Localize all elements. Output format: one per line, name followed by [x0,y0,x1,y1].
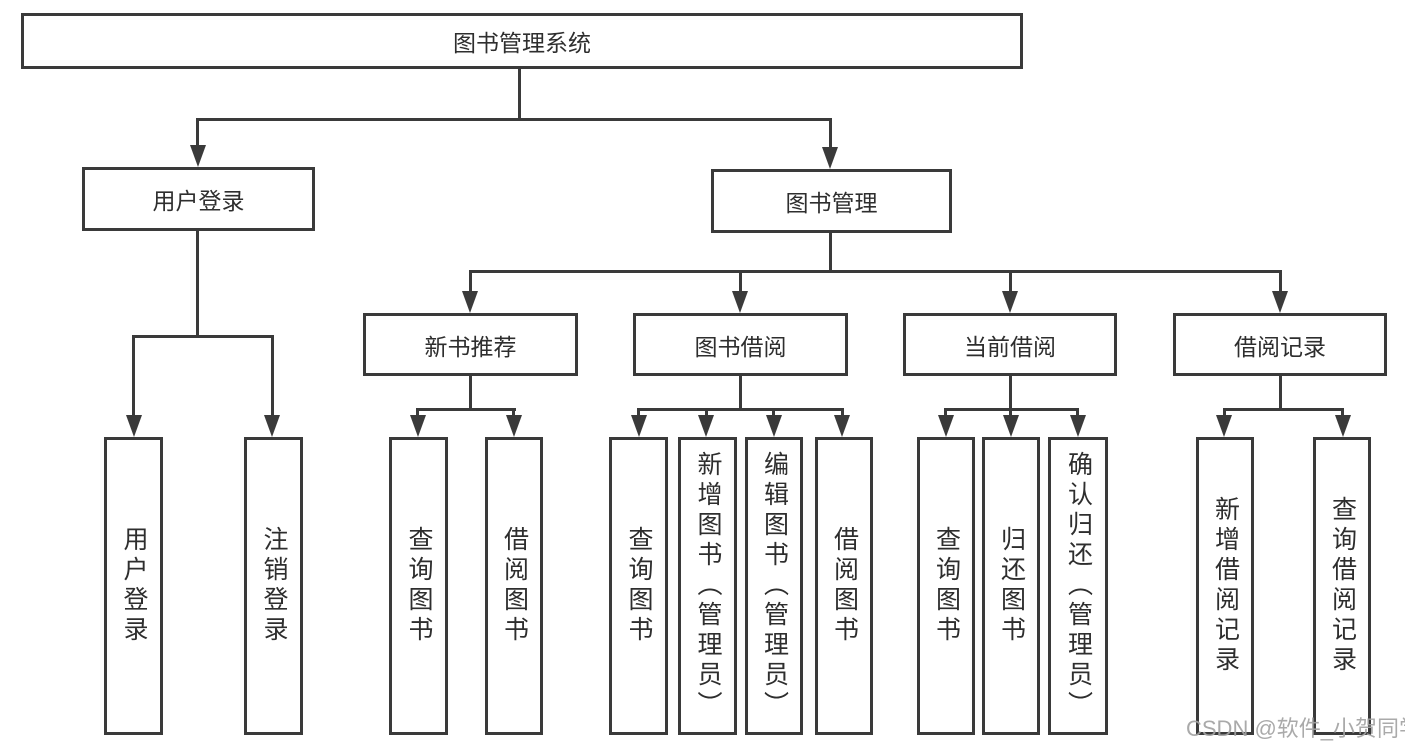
connector-root-stem [518,69,521,120]
node-user-login: 用户登录 [82,167,315,231]
connector-drop-borrow-records [1279,270,1282,294]
arrowhead-book-borrow-icon [732,291,748,313]
arrowhead-bb-leaf3-icon [766,415,782,437]
connector-drop-cb-leaf2 [1009,408,1012,418]
node-current-borrow: 当前借阅 [903,313,1117,376]
connector-book-borrow-horizontal [637,408,844,411]
connector-drop-current-borrow [1009,270,1012,294]
node-query-books-3: 查询图书 [917,437,975,735]
connector-drop-cb-leaf3 [1076,408,1079,418]
arrowhead-bb-leaf4-icon [834,415,850,437]
arrowhead-cb-leaf1-icon [938,415,954,437]
arrowhead-bb-leaf2-icon [698,415,714,437]
connector-drop-br-leaf1 [1223,408,1226,418]
node-new-book-recommend: 新书推荐 [363,313,578,376]
connector-user-login-stem [196,231,199,338]
arrowhead-br-leaf2-icon [1335,415,1351,437]
arrowhead-nbr-leaf2-icon [506,415,522,437]
arrowhead-nbr-leaf1-icon [410,415,426,437]
node-confirm-return-admin: 确认归还（管理员） [1048,437,1108,735]
arrowhead-user-login-icon [190,145,206,167]
connector-drop-bb-leaf3 [772,408,775,418]
connector-drop-bb-leaf1 [637,408,640,418]
node-query-books-1: 查询图书 [389,437,448,735]
node-edit-book-admin: 编辑图书（管理员） [745,437,803,735]
arrowhead-book-mgmt-icon [822,147,838,169]
arrowhead-new-book-rec-icon [462,291,478,313]
arrowhead-user-login-leaf1-icon [126,415,142,437]
node-root: 图书管理系统 [21,13,1023,69]
connector-drop-br-leaf2 [1341,408,1344,418]
connector-level2-horizontal [196,118,832,121]
connector-borrow-records-horizontal [1223,408,1344,411]
node-logout-action: 注销登录 [244,437,303,735]
connector-drop-nbr-leaf2 [512,408,515,418]
connector-new-book-rec-horizontal [416,408,516,411]
connector-level3-horizontal [469,270,1282,273]
node-borrow-books-1: 借阅图书 [485,437,543,735]
arrowhead-borrow-records-icon [1272,291,1288,313]
node-book-borrow: 图书借阅 [633,313,848,376]
node-book-management: 图书管理 [711,169,952,233]
connector-new-book-rec-stem [469,376,472,410]
node-borrow-books-2: 借阅图书 [815,437,873,735]
connector-drop-bb-leaf2 [705,408,708,418]
node-borrow-records: 借阅记录 [1173,313,1387,376]
connector-book-borrow-stem [739,376,742,410]
arrowhead-br-leaf1-icon [1216,415,1232,437]
connector-book-mgmt-stem [829,233,832,272]
node-add-borrow-record: 新增借阅记录 [1196,437,1254,735]
connector-drop-user-login [196,118,199,148]
connector-drop-book-borrow [739,270,742,294]
connector-drop-book-mgmt [829,118,832,150]
arrowhead-user-login-leaf2-icon [264,415,280,437]
connector-drop-user-login-leaf1 [132,335,135,416]
node-add-book-admin: 新增图书（管理员） [678,437,737,735]
connector-drop-new-book-rec [469,270,472,294]
connector-drop-bb-leaf4 [841,408,844,418]
connector-user-login-horizontal [132,335,274,338]
arrowhead-bb-leaf1-icon [631,415,647,437]
arrowhead-cb-leaf2-icon [1003,415,1019,437]
node-user-login-action: 用户登录 [104,437,163,735]
arrowhead-current-borrow-icon [1002,291,1018,313]
connector-drop-user-login-leaf2 [271,335,274,416]
node-return-book: 归还图书 [982,437,1040,735]
connector-current-borrow-stem [1009,376,1012,410]
node-query-borrow-record: 查询借阅记录 [1313,437,1371,735]
connector-drop-cb-leaf1 [944,408,947,418]
connector-drop-nbr-leaf1 [416,408,419,418]
arrowhead-cb-leaf3-icon [1070,415,1086,437]
csdn-watermark: CSDN @软件_小贺同学 [1186,716,1405,741]
connector-borrow-records-stem [1279,376,1282,410]
node-query-books-2: 查询图书 [609,437,668,735]
